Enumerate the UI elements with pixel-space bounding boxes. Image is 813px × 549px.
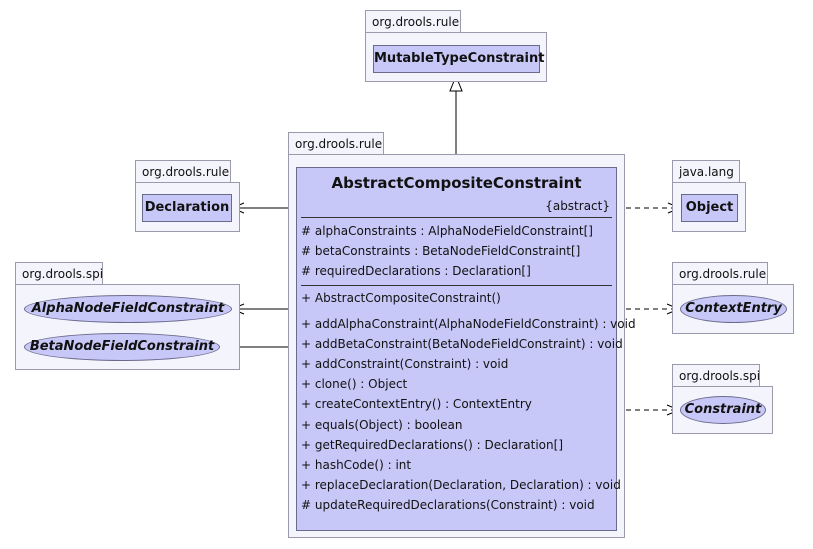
package-tab-main: org.drools.rule	[288, 132, 384, 155]
operation-item: + addAlphaConstraint(AlphaNodeFieldConst…	[301, 317, 636, 331]
operation-item: + addConstraint(Constraint) : void	[301, 357, 509, 371]
operation-item: + equals(Object) : boolean	[301, 418, 463, 432]
attribute-item: # requiredDeclarations : Declaration[]	[301, 264, 531, 278]
operation-item: + addBetaConstraint(BetaNodeFieldConstra…	[301, 337, 623, 351]
operations-separator	[301, 285, 612, 286]
package-tab-mutable: org.drools.rule	[365, 10, 461, 33]
interface-betanodefieldconstraint[interactable]: BetaNodeFieldConstraint	[24, 333, 220, 361]
operation-item: + getRequiredDeclarations() : Declaratio…	[301, 438, 563, 452]
attribute-item: # alphaConstraints : AlphaNodeFieldConst…	[301, 224, 593, 238]
package-tab-contextentry: org.drools.rule	[672, 262, 768, 285]
operation-item: + hashCode() : int	[301, 458, 412, 472]
operation-item: # updateRequiredDeclarations(Constraint)…	[301, 498, 595, 512]
class-name: AbstractCompositeConstraint	[331, 174, 582, 192]
class-mutable-type-constraint[interactable]: MutableTypeConstraint	[373, 45, 544, 73]
operation-item: + createContextEntry() : ContextEntry	[301, 397, 532, 411]
interface-alphanodefieldconstraint[interactable]: AlphaNodeFieldConstraint	[24, 295, 232, 323]
operation-item: + AbstractCompositeConstraint()	[301, 291, 501, 305]
class-declaration[interactable]: Declaration	[142, 194, 232, 222]
package-tab-object: java.lang	[672, 160, 740, 183]
class-object[interactable]: Object	[681, 194, 738, 222]
class-stereotype: {abstract}	[545, 199, 610, 213]
class-abstract-composite-constraint[interactable]: AbstractCompositeConstraint {abstract} #…	[296, 167, 636, 531]
attributes-separator	[301, 217, 612, 218]
package-tab-declaration: org.drools.rule	[135, 160, 231, 183]
operation-item: + replaceDeclaration(Declaration, Declar…	[301, 478, 621, 492]
generalization-arrowhead	[449, 74, 463, 92]
package-tab-spi-right: org.drools.spi	[672, 364, 760, 387]
interface-contextentry[interactable]: ContextEntry	[680, 295, 787, 323]
package-tab-spi-left: org.drools.spi	[15, 262, 103, 285]
interface-constraint[interactable]: Constraint	[680, 396, 766, 424]
operation-item: + clone() : Object	[301, 377, 408, 391]
attribute-item: # betaConstraints : BetaNodeFieldConstra…	[301, 244, 581, 258]
